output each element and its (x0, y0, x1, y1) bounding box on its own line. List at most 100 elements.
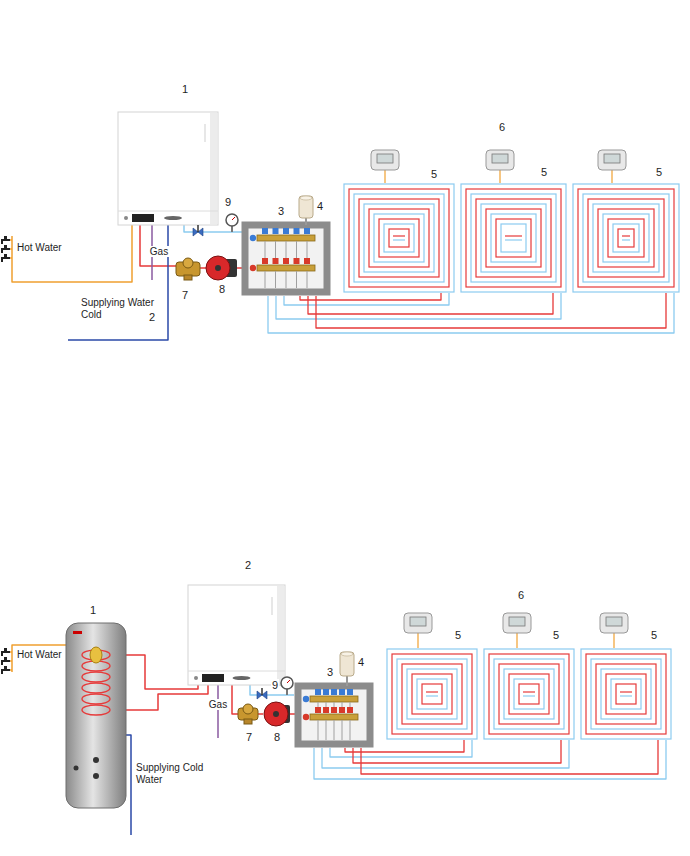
boiler-shade (210, 113, 217, 224)
loop-ring (374, 214, 424, 262)
thermostat-screen (492, 154, 508, 163)
callout-number-text: 2 (244, 559, 252, 571)
callout-number: 5 (552, 629, 560, 642)
callout-number: 5 (540, 166, 548, 179)
valve-handle (261, 688, 263, 695)
loop-ring (606, 674, 646, 714)
pipe-label-text: Supplying Water Cold (80, 297, 155, 320)
loop-ring (486, 209, 541, 267)
thermostat-screen (509, 617, 525, 626)
loop-center (523, 695, 535, 696)
loop-ring (586, 654, 666, 734)
loop-ring (359, 199, 439, 277)
pipe-label-text: Gas (149, 246, 169, 257)
pipe-label: Hot Water (16, 649, 63, 661)
manifold-cap (339, 689, 345, 695)
callout-number: 5 (655, 166, 663, 179)
callout-number-text: 1 (89, 604, 97, 616)
pipe-label: Gas (149, 246, 169, 258)
tap-symbol (2, 245, 10, 253)
pressure-gauge (226, 214, 238, 232)
loop-ring (384, 224, 414, 252)
manifold-cap (347, 707, 353, 713)
tap-spout (2, 258, 10, 262)
callout-number-text: 3 (277, 205, 285, 217)
manifold-stub (350, 720, 351, 740)
gauge-stem (286, 689, 288, 695)
manifold-cap (283, 258, 289, 264)
manifold-stub (265, 241, 266, 258)
gauge-dial (226, 214, 238, 226)
manifold-cap (273, 258, 279, 264)
pipe (276, 293, 561, 319)
pump-center (273, 711, 279, 717)
callout-number: 4 (316, 200, 324, 213)
tap-handle (4, 648, 7, 651)
callout-number-text: 5 (430, 168, 438, 180)
pipe (258, 713, 263, 715)
manifold-cap (339, 707, 345, 713)
loop-ring (364, 204, 434, 272)
loop-ring (494, 659, 564, 729)
loop-ring (471, 194, 556, 282)
callout-number: 3 (277, 205, 285, 218)
actuator-body (299, 196, 313, 218)
loop-ring (519, 684, 539, 704)
loop-ring (422, 684, 442, 704)
actuator (299, 196, 313, 225)
callout-number: 1 (181, 83, 189, 96)
tap-handle (4, 657, 7, 660)
tap-symbol (2, 254, 10, 262)
callout-number-text: 9 (224, 196, 232, 208)
tank-coil (82, 705, 110, 715)
manifold-frame (245, 225, 327, 292)
tap-spout (2, 249, 10, 253)
valve-head (243, 704, 253, 714)
thermostat-body (404, 613, 432, 633)
loop-center (393, 239, 405, 240)
room-thermostat (404, 613, 432, 648)
callout-number: 8 (273, 731, 281, 744)
pipe (200, 267, 206, 269)
loop-ring (581, 649, 671, 739)
valve-handle (197, 225, 199, 232)
manifold-cap (262, 258, 268, 264)
thermostat-screen (606, 617, 622, 626)
tank-anode (90, 647, 102, 663)
thermostat-body (600, 613, 628, 633)
loop-ring (484, 649, 574, 739)
callout-number-text: 4 (316, 200, 324, 212)
boiler-side-mark (205, 124, 206, 142)
loop-ring (349, 189, 449, 287)
cold-water-pipe (126, 735, 131, 835)
loop-ring (402, 664, 462, 724)
manifold-cap (315, 707, 321, 713)
loop-ring (613, 224, 639, 252)
storage-tank (66, 623, 126, 808)
manifold-stub (326, 720, 327, 740)
circulation-pump (264, 702, 290, 726)
hot-water-pipe (12, 645, 66, 672)
pump-housing (206, 256, 230, 280)
thermostat-wire (499, 170, 500, 183)
callout-number-text: 1 (181, 83, 189, 95)
ball-valve (193, 225, 203, 236)
pipe-label-text: Hot Water (16, 242, 63, 253)
callout-number: 5 (454, 629, 462, 642)
callout-number: 1 (89, 604, 97, 617)
loop-ring (616, 684, 636, 704)
pipe-label: Hot Water (16, 242, 63, 254)
actuator-stem (346, 676, 348, 686)
loop-center (393, 235, 405, 236)
gauge-stem (231, 226, 233, 232)
manifold-cap (315, 689, 321, 695)
callout-number-text: 6 (498, 121, 506, 133)
tank-logo (73, 631, 82, 634)
pump-housing (264, 702, 288, 726)
pipe (353, 740, 561, 763)
actuator-top (300, 196, 312, 200)
pipe (268, 293, 674, 333)
thermostat-wire (516, 633, 517, 648)
cold-water-pipe (68, 225, 168, 340)
